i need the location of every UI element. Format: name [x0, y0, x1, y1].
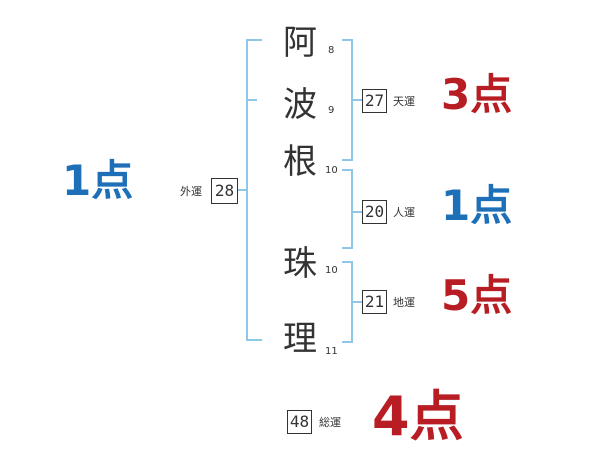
jinkaku-label: 人運: [393, 206, 415, 219]
jinkaku-score: 1点: [441, 181, 513, 230]
chikaku-bracket: [342, 261, 353, 343]
tenkaku-label: 天運: [393, 95, 415, 108]
name-char-5: 理: [283, 319, 317, 359]
name-char-1: 阿: [283, 23, 317, 63]
stroke-count-2: 9: [328, 105, 335, 116]
soukaku-value-box: 48: [287, 410, 312, 434]
gaikaku-value-box: 28: [211, 178, 238, 204]
chikaku-label: 地運: [393, 296, 415, 309]
soukaku-score: 4点: [372, 385, 464, 448]
name-char-2: 波: [283, 85, 317, 125]
name-char-4: 珠: [283, 244, 317, 284]
jinkaku-bracket: [342, 169, 353, 249]
gaikaku-bracket: [246, 39, 262, 341]
stroke-count-1: 8: [328, 45, 335, 56]
chikaku-value-box: 21: [362, 290, 387, 314]
stroke-count-4: 10: [325, 265, 338, 276]
tenkaku-bracket: [342, 39, 353, 161]
chikaku-score: 5点: [441, 271, 513, 320]
gaikaku-score: 1点: [62, 156, 134, 205]
soukaku-label: 総運: [319, 416, 341, 429]
jinkaku-value-box: 20: [362, 200, 387, 224]
tenkaku-score: 3点: [441, 70, 513, 119]
tenkaku-value-box: 27: [362, 89, 387, 113]
gaikaku-label: 外運: [180, 185, 202, 198]
name-char-3: 根: [283, 142, 317, 182]
stroke-count-5: 11: [325, 346, 338, 357]
stroke-count-3: 10: [325, 165, 338, 176]
